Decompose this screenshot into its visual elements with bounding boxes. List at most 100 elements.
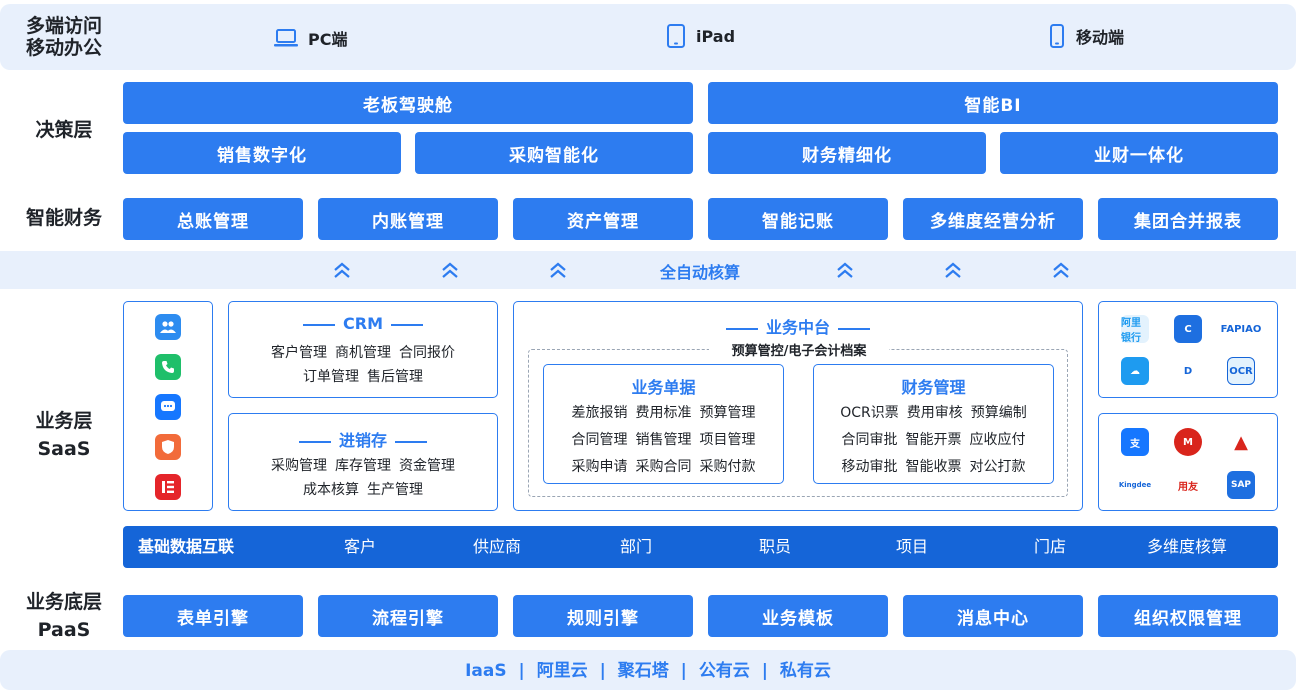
infra-item[interactable]: IaaS — [465, 661, 507, 681]
middle-title: 业务中台 — [514, 314, 1082, 338]
didi-logo[interactable]: D — [1174, 357, 1202, 385]
fin-item[interactable]: 合同审批 — [841, 432, 898, 448]
base-data-item[interactable]: 职员 — [759, 537, 792, 556]
docs-item[interactable]: 差旅报销 — [571, 405, 628, 421]
device-pc: PC端 — [274, 26, 347, 50]
finance-item[interactable]: 总账管理 — [123, 198, 303, 240]
base-data-item[interactable]: 客户 — [344, 537, 377, 556]
infra-separator: | — [599, 661, 606, 681]
shield-icon[interactable] — [155, 434, 181, 460]
phone-icon — [1050, 24, 1064, 48]
crm-item[interactable]: 客户管理 — [271, 345, 327, 361]
jxc-item[interactable]: 成本核算 — [303, 482, 359, 498]
fin-item[interactable]: 移动审批 — [841, 459, 898, 475]
crm-item[interactable]: 售后管理 — [367, 369, 423, 385]
kingdee-logo[interactable]: Kingdee — [1117, 471, 1153, 499]
docs-item[interactable]: 销售管理 — [635, 432, 692, 448]
fin-item[interactable]: 预算编制 — [970, 405, 1027, 421]
docs-row: 合同管理销售管理项目管理 — [544, 429, 783, 449]
base-data-bar: 基础数据互联 客户 供应商 部门 职员 项目 门店 多维度核算 — [123, 526, 1278, 568]
swirl-logo[interactable]: C — [1174, 315, 1202, 343]
infra-item[interactable]: 公有云 — [698, 661, 750, 681]
crm-line1: 客户管理商机管理合同报价 — [229, 342, 497, 362]
crm-line2: 订单管理售后管理 — [229, 366, 497, 386]
fin-row: OCR识票费用审核预算编制 — [814, 402, 1053, 422]
fin-item[interactable]: 对公打款 — [969, 459, 1026, 475]
ocr-logo[interactable]: OCR — [1227, 357, 1255, 385]
paas-label-line1: 业务底层 — [25, 591, 102, 613]
finance-item[interactable]: 资产管理 — [513, 198, 693, 240]
paas-item[interactable]: 规则引擎 — [513, 595, 693, 637]
jxc-card: 进销存 采购管理库存管理资金管理 成本核算生产管理 — [228, 413, 498, 511]
jxc-item[interactable]: 生产管理 — [367, 482, 423, 498]
infra-separator: | — [680, 661, 687, 681]
jxc-item[interactable]: 采购管理 — [271, 458, 327, 474]
base-data-item[interactable]: 部门 — [620, 537, 653, 556]
finance-item[interactable]: 智能记账 — [708, 198, 888, 240]
yonyou-logo[interactable]: 用友 — [1174, 471, 1202, 499]
infra-band — [0, 650, 1296, 690]
decision-finance[interactable]: 财务精细化 — [708, 132, 986, 174]
device-mobile: 移动端 — [1048, 24, 1124, 48]
docs-item[interactable]: 合同管理 — [571, 432, 628, 448]
paas-item[interactable]: 表单引擎 — [123, 595, 303, 637]
paas-label-line2: PaaS — [37, 619, 91, 641]
triangle-logo[interactable]: ▲ — [1227, 428, 1255, 456]
phone-call-icon[interactable] — [155, 354, 181, 380]
jxc-item[interactable]: 资金管理 — [399, 458, 455, 474]
crm-item[interactable]: 合同报价 — [399, 345, 455, 361]
jxc-line2: 成本核算生产管理 — [229, 479, 497, 499]
crm-item[interactable]: 商机管理 — [335, 345, 391, 361]
finance-item[interactable]: 内账管理 — [318, 198, 498, 240]
alipay-logo[interactable]: 支 — [1121, 428, 1149, 456]
docs-item[interactable]: 采购付款 — [699, 459, 756, 475]
decision-integration[interactable]: 业财一体化 — [1000, 132, 1278, 174]
decision-boss-cockpit[interactable]: 老板驾驶舱 — [123, 82, 693, 124]
elementor-icon[interactable] — [155, 474, 181, 500]
bank-logo[interactable]: 阿里银行 — [1121, 315, 1149, 344]
paas-item[interactable]: 业务模板 — [708, 595, 888, 637]
chat-icon[interactable] — [155, 394, 181, 420]
docs-item[interactable]: 预算管理 — [699, 405, 756, 421]
docs-item[interactable]: 费用标准 — [635, 405, 692, 421]
docs-item[interactable]: 采购申请 — [571, 459, 628, 475]
docs-item[interactable]: 采购合同 — [635, 459, 692, 475]
paas-item[interactable]: 组织权限管理 — [1098, 595, 1278, 637]
decision-smart-bi[interactable]: 智能BI — [708, 82, 1278, 124]
cloud-logo[interactable]: ☁ — [1121, 357, 1149, 385]
base-data-item[interactable]: 供应商 — [473, 537, 522, 556]
business-middle-card: 业务中台 预算管控/电子会计档案 业务单据 差旅报销费用标准预算管理 合同管理销… — [513, 301, 1083, 511]
infra-item[interactable]: 私有云 — [779, 661, 831, 681]
crm-item[interactable]: 订单管理 — [303, 369, 359, 385]
fin-item[interactable]: 费用审核 — [906, 405, 963, 421]
base-data-item[interactable]: 门店 — [1034, 537, 1067, 556]
docs-item[interactable]: 项目管理 — [699, 432, 756, 448]
fin-item[interactable]: OCR识票 — [840, 405, 899, 421]
fin-item[interactable]: 智能开票 — [905, 432, 962, 448]
sap-logo[interactable]: SAP — [1227, 471, 1255, 499]
finance-item[interactable]: 集团合并报表 — [1098, 198, 1278, 240]
base-data-item[interactable]: 多维度核算 — [1147, 537, 1228, 556]
contacts-icon[interactable] — [155, 314, 181, 340]
infra-item[interactable]: 阿里云 — [536, 661, 588, 681]
device-label: 移动端 — [1076, 28, 1125, 47]
fapiao-logo[interactable]: FAPIAO — [1221, 315, 1261, 343]
base-data-item[interactable]: 项目 — [896, 537, 929, 556]
double-chevron-up-icon — [550, 262, 566, 278]
decision-purchase[interactable]: 采购智能化 — [415, 132, 693, 174]
paas-item[interactable]: 流程引擎 — [318, 595, 498, 637]
jxc-item[interactable]: 库存管理 — [335, 458, 391, 474]
crm-card: CRM 客户管理商机管理合同报价 订单管理售后管理 — [228, 301, 498, 398]
decision-sales[interactable]: 销售数字化 — [123, 132, 401, 174]
infra-item[interactable]: 聚石塔 — [617, 661, 669, 681]
double-chevron-up-icon — [442, 262, 458, 278]
base-data-title: 基础数据互联 — [138, 537, 235, 556]
device-label: iPad — [696, 26, 736, 46]
fin-item[interactable]: 智能收票 — [905, 459, 962, 475]
fin-item[interactable]: 应收应付 — [969, 432, 1026, 448]
paas-item[interactable]: 消息中心 — [903, 595, 1083, 637]
cmb-logo[interactable]: M — [1174, 428, 1202, 456]
double-chevron-up-icon — [945, 262, 961, 278]
auto-band — [0, 251, 1296, 289]
finance-item[interactable]: 多维度经营分析 — [903, 198, 1083, 240]
